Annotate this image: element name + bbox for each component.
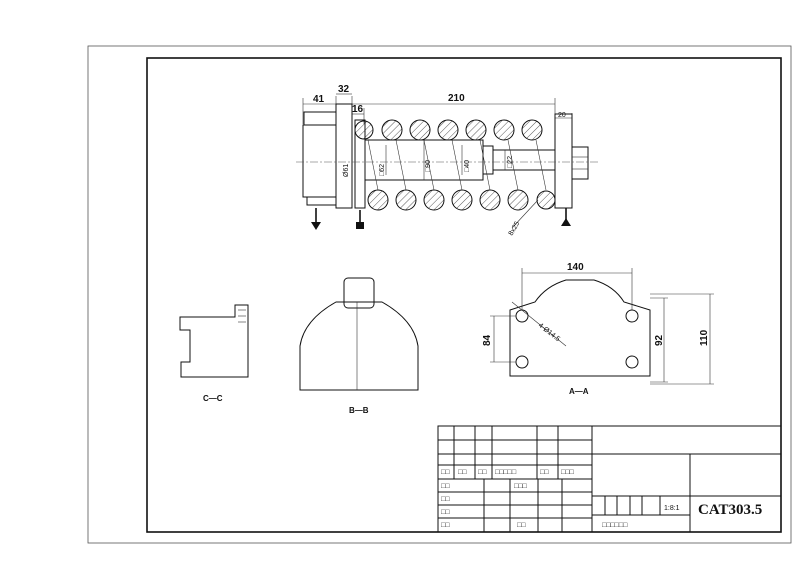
section-marker-b — [356, 210, 364, 229]
dim-sq62: □62 — [379, 164, 386, 176]
section-aa-view: 140 84 92 110 4-Ø14.5 A—A — [482, 262, 714, 396]
dim-32: 32 — [338, 84, 350, 95]
dim-110: 110 — [699, 329, 710, 346]
dim-spring-8x25: 8x25 — [508, 220, 522, 237]
dim-holes: 4-Ø14.5 — [537, 322, 561, 343]
inner-frame — [146, 57, 782, 533]
spring-coils-bottom — [367, 189, 556, 211]
section-marker-c — [311, 208, 321, 230]
outer-border — [87, 45, 792, 544]
section-marker-a — [561, 208, 571, 226]
tb-cell-6: □□□ — [561, 469, 574, 476]
tb-row-d: □□ — [441, 509, 450, 516]
bb-label: B—B — [349, 406, 369, 415]
dim-140: 140 — [567, 262, 584, 273]
aa-label: A—A — [569, 387, 589, 396]
dim-16: 16 — [352, 104, 364, 115]
tb-scale: 1:8:1 — [664, 505, 680, 512]
dim-41: 41 — [313, 94, 325, 105]
tb-row-e: □□ — [441, 522, 450, 529]
section-bb-view: B—B — [299, 277, 419, 415]
section-cc-view: C—C — [179, 304, 249, 403]
tb-cell-2: □□ — [458, 469, 467, 476]
dim-210: 210 — [448, 93, 465, 104]
tb-row-c: □□ — [441, 496, 450, 503]
tb-cell-4: □□□□□ — [495, 469, 517, 476]
title-block: □□ □□ □□ □□□□□ □□ □□□ □□ □□□ □□ □□ □□ □□… — [437, 425, 782, 533]
tb-row-e-mid: □□ — [517, 522, 526, 529]
drawing-code: CAT303.5 — [698, 502, 762, 518]
tb-cell-3: □□ — [478, 469, 487, 476]
tb-bottom-right: □□□□□□ — [602, 522, 628, 529]
tb-cell-1: □□ — [441, 469, 450, 476]
dim-sq90: □90 — [425, 160, 432, 172]
tb-cell-5: □□ — [540, 469, 549, 476]
tb-row-b-mid: □□□ — [514, 483, 527, 490]
cc-label: C—C — [203, 394, 223, 403]
dim-20: 20 — [558, 112, 566, 119]
dim-84: 84 — [482, 334, 493, 346]
tb-row-b: □□ — [441, 483, 450, 490]
spring-coils-top — [354, 119, 543, 141]
dim-sq40: □40 — [464, 160, 471, 172]
dim-92: 92 — [654, 334, 665, 346]
main-assembly-view: 41 32 16 210 20 Ø61 □62 □90 □40 □22 — [296, 84, 600, 237]
dim-dia61: Ø61 — [343, 164, 350, 177]
